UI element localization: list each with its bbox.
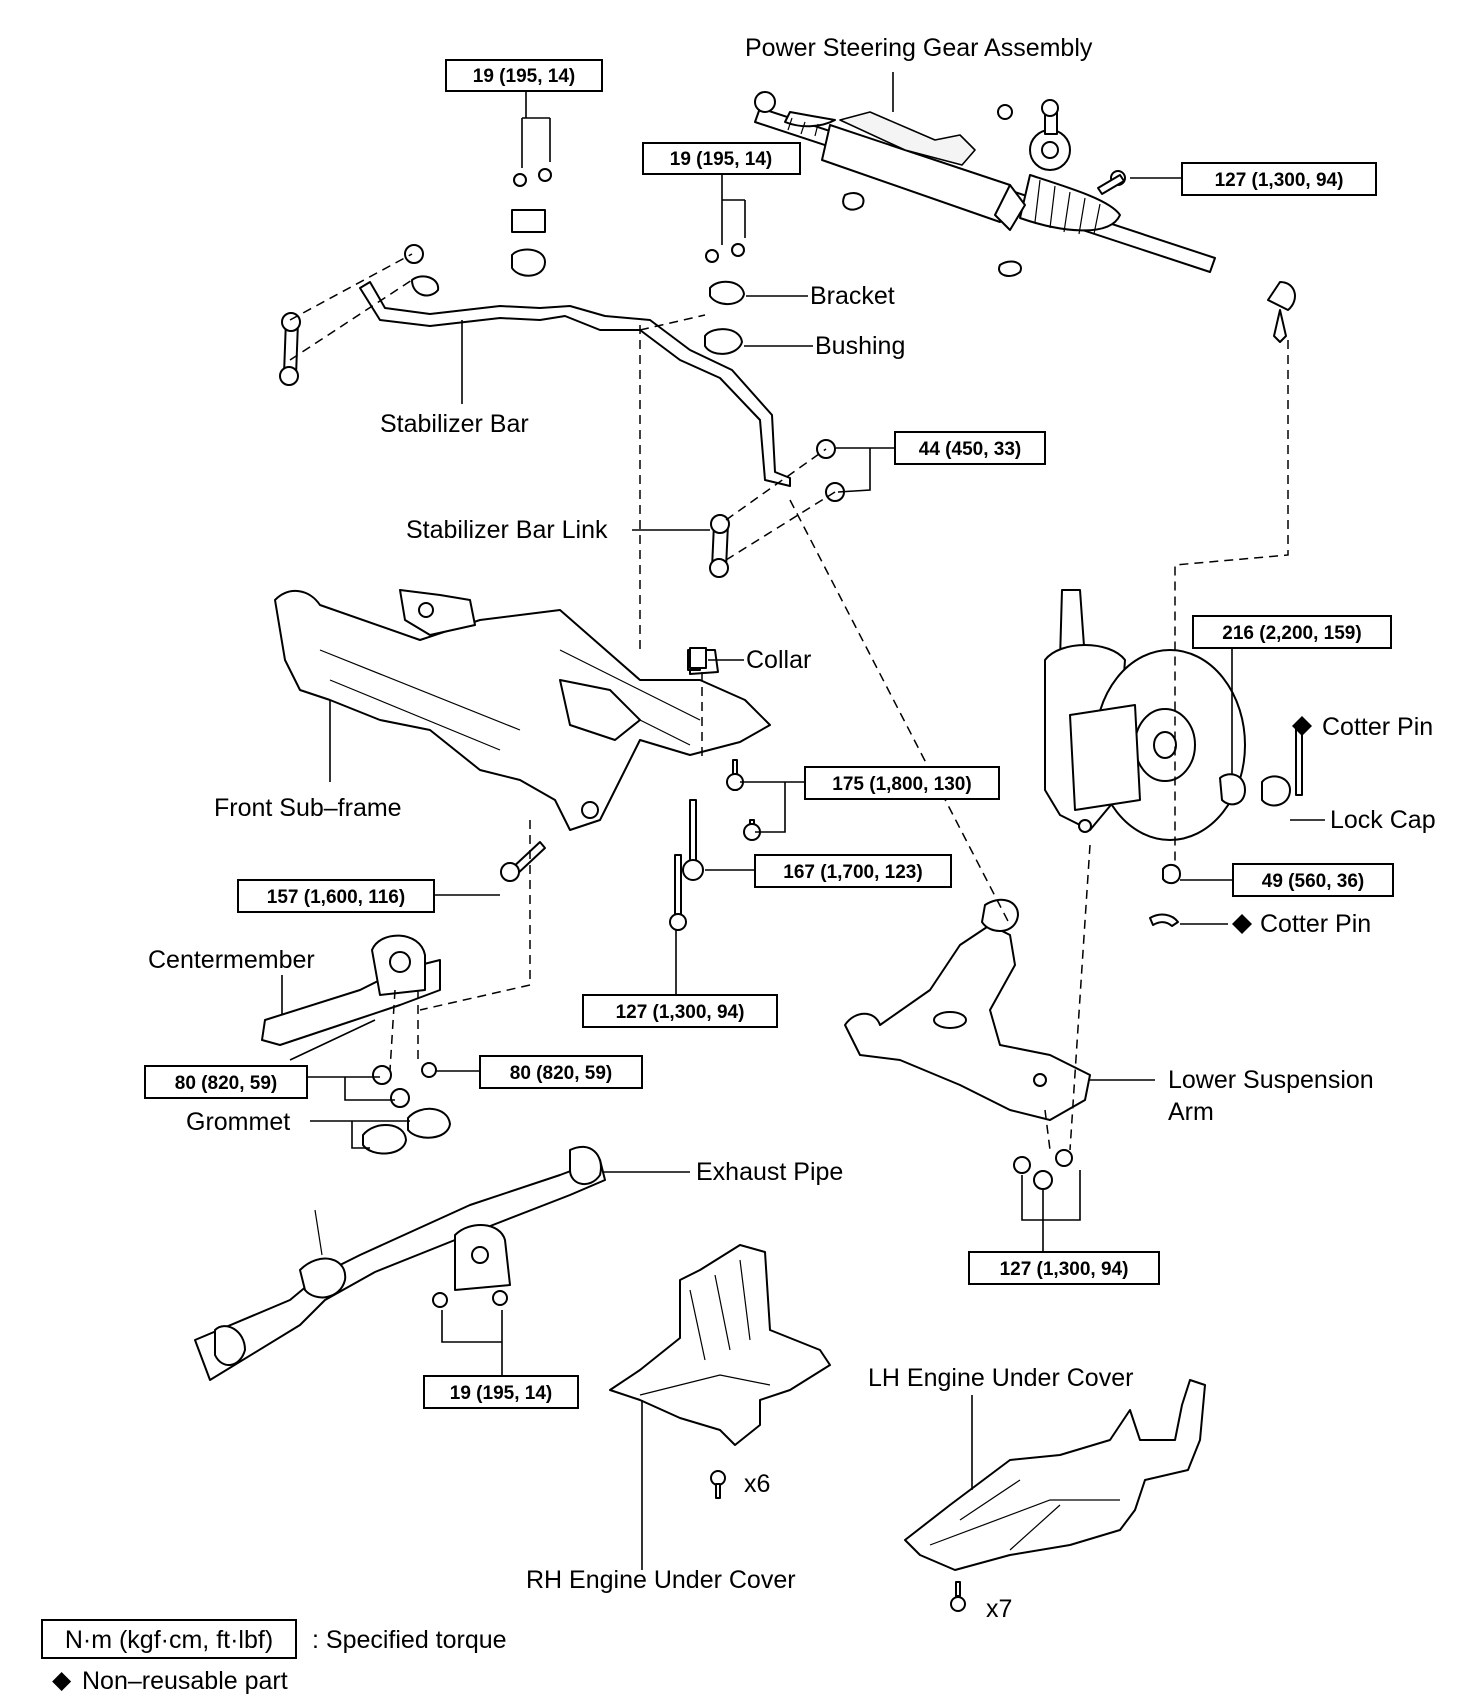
torque-steering-gear: 127 (1,300, 94) — [1215, 170, 1344, 191]
legend-unit-box — [41, 1619, 297, 1659]
torque-box-lower-arm — [968, 1251, 1160, 1285]
diamond-icon — [1232, 914, 1252, 934]
label-rh-bolt-qty: x6 — [744, 1470, 770, 1498]
torque-exhaust-bracket: 19 (195, 14) — [450, 1383, 552, 1404]
torque-boxes: 19 (195, 14) 19 (195, 14) 127 (1,300, 94… — [144, 59, 1394, 1409]
label-collar: Collar — [746, 646, 811, 674]
torque-hub-nut: 216 (2,200, 159) — [1222, 623, 1361, 644]
legend-diamond-icon: ◆ — [52, 1666, 72, 1694]
torque-box-stab-bracket-mid — [642, 142, 801, 175]
label-lower-suspension-arm-line2: Arm — [1168, 1098, 1214, 1126]
label-lh-engine-under-cover: LH Engine Under Cover — [868, 1364, 1133, 1392]
label-lh-bolt-qty: x7 — [986, 1595, 1012, 1623]
label-front-subframe: Front Sub–frame — [214, 794, 402, 822]
label-grommet: Grommet — [186, 1108, 290, 1136]
label-stabilizer-bar: Stabilizer Bar — [380, 410, 529, 438]
torque-box-stab-link-nut — [894, 431, 1046, 465]
label-cotter-pin-bottom: Cotter Pin — [1260, 910, 1371, 938]
rh-engine-under-cover-drawing — [609, 1244, 831, 1499]
label-lower-suspension-arm-line1: Lower Suspension — [1168, 1066, 1374, 1094]
torque-subframe-bolt: 167 (1,700, 123) — [783, 862, 922, 883]
torque-ball-joint-nut: 49 (560, 36) — [1262, 871, 1364, 892]
torque-box-hub-nut — [1192, 615, 1392, 649]
legend-unit-description: : Specified torque — [312, 1626, 507, 1654]
label-cotter-pin-top: Cotter Pin — [1322, 713, 1433, 741]
torque-stab-link-nut: 44 (450, 33) — [919, 439, 1021, 460]
centermember-drawing — [261, 934, 451, 1155]
stabilizer-bar-drawing — [279, 168, 845, 578]
label-lock-cap: Lock Cap — [1330, 806, 1436, 834]
label-bracket: Bracket — [810, 282, 895, 310]
label-bushing: Bushing — [815, 332, 905, 360]
torque-box-centermember-right — [479, 1055, 643, 1089]
legend-nonreusable-text: Non–reusable part — [82, 1667, 288, 1695]
assembly-dashed-lines — [289, 253, 1289, 1151]
torque-box-exhaust-bracket — [423, 1375, 579, 1409]
torque-stab-bracket-mid: 19 (195, 14) — [670, 149, 772, 170]
label-centermember: Centermember — [148, 946, 315, 974]
power-steering-gear-drawing — [754, 91, 1296, 343]
legend-unit-text: N·m (kgf·cm, ft·lbf) — [65, 1626, 273, 1654]
label-power-steering-gear-assembly: Power Steering Gear Assembly — [745, 34, 1093, 62]
torque-centermember-right: 80 (820, 59) — [510, 1063, 612, 1084]
lh-engine-under-cover-drawing — [904, 1379, 1206, 1612]
torque-subframe-lower: 127 (1,300, 94) — [616, 1002, 745, 1023]
part-labels: Power Steering Gear Assembly Bracket Bus… — [148, 34, 1436, 1623]
torque-subframe-rear: 157 (1,600, 116) — [267, 887, 405, 908]
torque-box-ball-joint-nut — [1232, 863, 1394, 897]
leader-lines — [281, 72, 1325, 1570]
torque-box-steering-gear — [1181, 162, 1377, 196]
label-rh-engine-under-cover: RH Engine Under Cover — [526, 1566, 796, 1594]
torque-centermember-left: 80 (820, 59) — [175, 1073, 277, 1094]
legend: N·m (kgf·cm, ft·lbf) : Specified torque … — [41, 1619, 507, 1695]
steering-knuckle-drawing — [1044, 589, 1303, 927]
torque-box-subframe-lower — [582, 994, 778, 1028]
torque-subframe-front: 175 (1,800, 130) — [832, 774, 971, 795]
lower-suspension-arm-drawing — [844, 898, 1091, 1190]
torque-stab-bracket-top: 19 (195, 14) — [473, 66, 575, 87]
diamond-icon — [1292, 716, 1312, 736]
torque-lower-arm: 127 (1,300, 94) — [1000, 1259, 1129, 1280]
nonreusable-markers — [1232, 716, 1312, 934]
label-stabilizer-bar-link: Stabilizer Bar Link — [406, 516, 608, 544]
torque-box-centermember-left — [144, 1065, 308, 1099]
torque-box-subframe-rear — [237, 879, 435, 913]
torque-box-subframe-front — [804, 766, 1000, 800]
label-exhaust-pipe: Exhaust Pipe — [696, 1158, 843, 1186]
front-subframe-drawing — [274, 589, 771, 931]
torque-box-subframe-bolt — [754, 854, 952, 888]
exhaust-pipe-drawing — [194, 1145, 606, 1381]
torque-box-stab-bracket-top — [445, 59, 603, 92]
